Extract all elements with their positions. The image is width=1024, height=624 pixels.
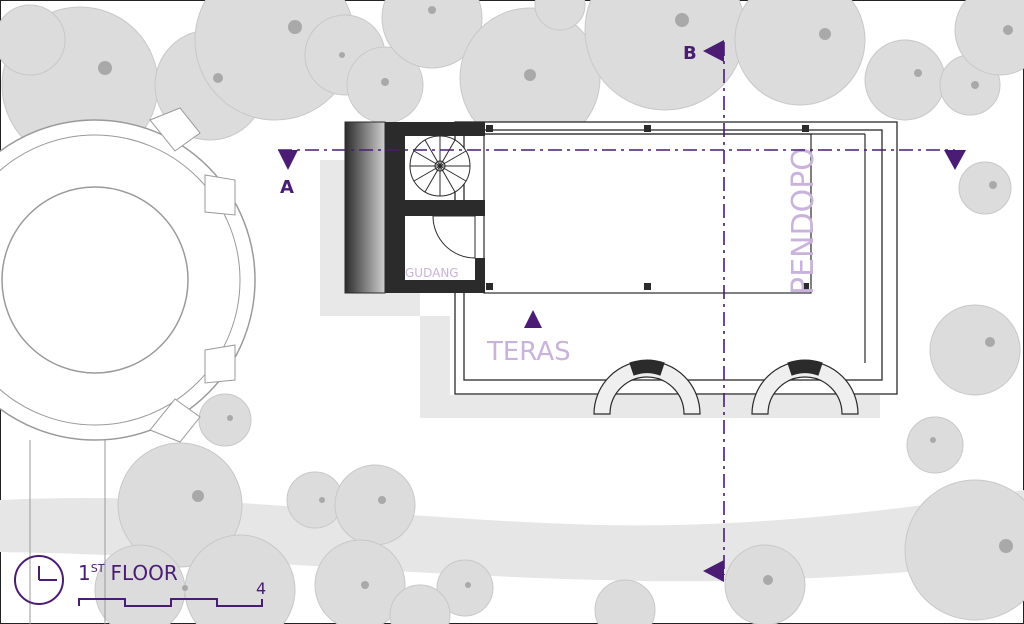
- tree: [0, 4, 66, 76]
- section-marker-icon: [703, 560, 724, 582]
- room-label-gudang: GUDANG: [405, 266, 459, 280]
- section-label-b: B: [683, 43, 697, 64]
- floor-number: 1: [78, 561, 91, 585]
- tree: [334, 464, 416, 546]
- section-marker-icon: [703, 40, 724, 62]
- tree: [381, 0, 483, 69]
- pendopo-floor: [483, 133, 812, 294]
- tree: [904, 479, 1024, 621]
- tree: [198, 393, 252, 447]
- tree: [314, 539, 406, 624]
- gudang-door: [432, 215, 476, 259]
- tree: [724, 544, 806, 624]
- section-label-a: A: [280, 177, 294, 198]
- floor-superscript: ST: [91, 562, 105, 575]
- tree: [734, 0, 866, 106]
- stair-wall: [344, 121, 386, 294]
- tree: [954, 0, 1024, 76]
- floor-title: 1ST FLOOR: [78, 561, 178, 585]
- columns: [486, 125, 809, 290]
- tree: [958, 161, 1012, 215]
- tree: [286, 471, 344, 529]
- service-walls: [385, 122, 485, 293]
- tree: [594, 579, 656, 624]
- section-marker-icon: [944, 150, 966, 170]
- scale-label: 4: [256, 579, 266, 598]
- tree: [436, 559, 494, 617]
- floor-word: FLOOR: [110, 561, 177, 585]
- tree: [534, 0, 586, 31]
- section-marker-icon: [278, 150, 298, 170]
- section-line-a: [278, 149, 966, 170]
- round-building: [0, 107, 256, 624]
- entrance-steps: [593, 359, 859, 415]
- scale-bar: [78, 598, 263, 607]
- room-label-pendopo: PENDOPO: [786, 147, 821, 295]
- tree-trunks: [98, 6, 1013, 591]
- spiral-stair: [409, 135, 471, 197]
- tree: [117, 442, 243, 568]
- gudang-room: [405, 216, 475, 280]
- north-arrow-icon: [14, 555, 64, 605]
- entry-arrow-icon: [524, 310, 542, 328]
- tree: [906, 416, 964, 474]
- tree: [389, 584, 451, 624]
- section-line-b: [703, 40, 725, 582]
- tree: [864, 39, 946, 121]
- tree: [929, 304, 1021, 396]
- room-label-teras: TERAS: [486, 337, 571, 367]
